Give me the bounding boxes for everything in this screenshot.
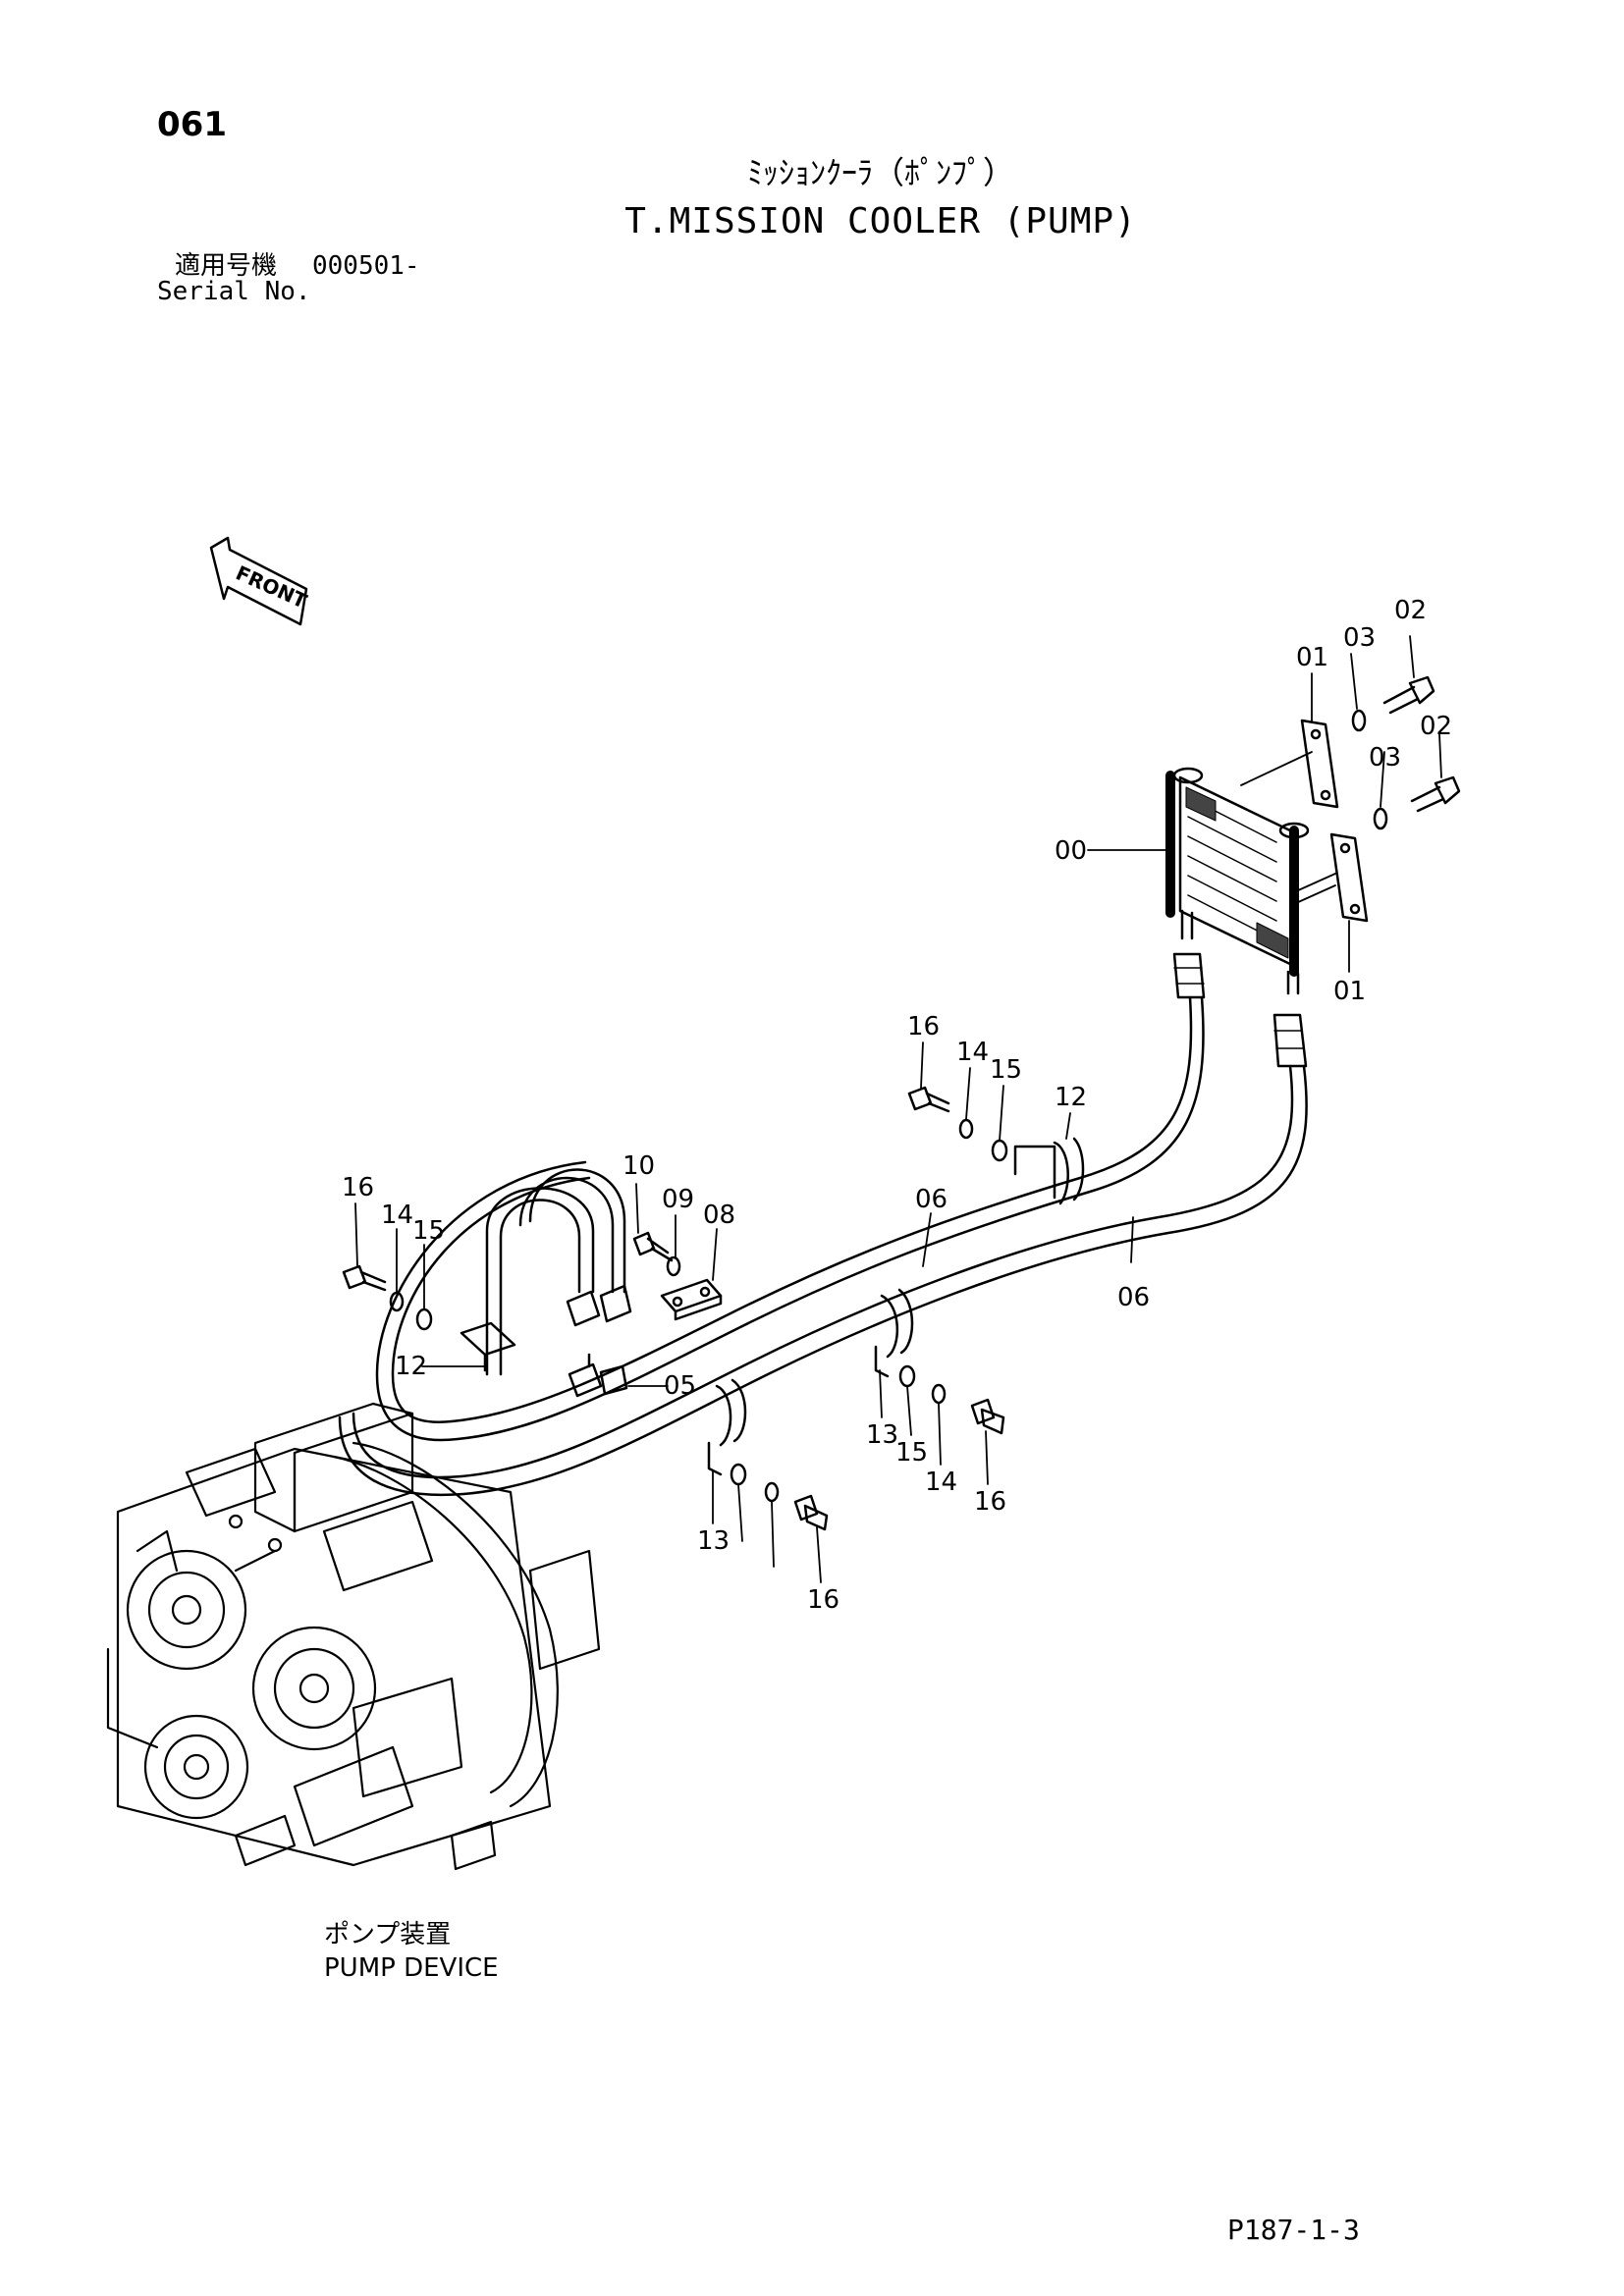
washer-15-middle-right: [898, 1364, 916, 1388]
callout-05: 05: [664, 1371, 696, 1401]
bracket-12-lower: [460, 1321, 516, 1372]
page-number: 061: [157, 105, 227, 144]
front-label: FRONT: [233, 561, 311, 613]
mounting-plate-lower: [1329, 832, 1369, 923]
bracket-13-left: [707, 1441, 723, 1476]
hose-06-pair: [338, 995, 1308, 1497]
washer-14-middle-left: [764, 1481, 780, 1503]
callout-10: 10: [623, 1151, 655, 1181]
hose-fitting-right: [1272, 1013, 1308, 1068]
callout-13-left: 13: [697, 1526, 730, 1556]
hose-clamp-3: [715, 1378, 747, 1447]
callout-09: 09: [662, 1185, 694, 1214]
serial-label-japanese: 適用号機: [175, 251, 278, 281]
callout-12-upper: 12: [1055, 1083, 1087, 1112]
callout-14-upper: 14: [956, 1038, 989, 1067]
bracket-13-right: [874, 1345, 890, 1378]
title-english: T.MISSION COOLER (PUMP): [624, 201, 1137, 241]
callout-03-lower: 03: [1369, 743, 1401, 773]
washer-15-middle-left: [730, 1463, 747, 1486]
bolt-02-upper: [1382, 675, 1435, 715]
callout-15-middle: 15: [895, 1438, 928, 1468]
page-code: P187-1-3: [1227, 2214, 1360, 2246]
callout-08: 08: [703, 1201, 735, 1230]
u-bend-hoses: [485, 1168, 626, 1376]
bolt-16-upper-right: [907, 1086, 950, 1113]
pump-device-caption-english: PUMP DEVICE: [324, 1953, 499, 1983]
front-direction-arrow: FRONT: [209, 536, 311, 626]
washer-14-middle-right: [931, 1383, 947, 1405]
washer-15-left: [415, 1308, 433, 1331]
hose-clamp-2: [880, 1288, 914, 1359]
bolt-10: [632, 1231, 674, 1262]
callout-06-upper: 06: [915, 1185, 947, 1214]
callout-06-lower: 06: [1117, 1283, 1150, 1312]
callout-15-left: 15: [412, 1216, 445, 1246]
callout-03-upper: 03: [1343, 623, 1376, 653]
mounting-plate-upper: [1300, 719, 1339, 809]
pump-device-caption-japanese: ポンプ装置: [324, 1920, 452, 1949]
callout-15-upper: 15: [990, 1055, 1022, 1085]
elbow-fitting-05: [568, 1353, 628, 1398]
bracket-12-upper: [1013, 1145, 1056, 1200]
serial-label-english: Serial No.: [157, 277, 311, 306]
title-japanese: ﾐｯｼｮﾝｸｰﾗ（ﾎﾟﾝﾌﾟ）: [746, 154, 1014, 191]
callout-00: 00: [1055, 836, 1087, 866]
callout-16-middle-left: 16: [807, 1585, 839, 1615]
hose-clamp-1: [1053, 1137, 1085, 1205]
callout-16-left: 16: [342, 1173, 374, 1202]
callout-14-left: 14: [381, 1201, 413, 1230]
bolt-16-middle-right: [970, 1398, 1005, 1435]
serial-number-value: 000501-: [312, 251, 420, 281]
callout-02-lower: 02: [1420, 712, 1452, 741]
washer-09: [666, 1255, 681, 1277]
bolt-16-middle-left: [793, 1494, 829, 1531]
callout-13-right: 13: [866, 1420, 898, 1450]
callout-01-lower: 01: [1333, 977, 1366, 1006]
hose-fitting-left: [1172, 952, 1206, 999]
cooler-core: [1165, 751, 1336, 995]
washer-14-upper-right: [958, 1118, 974, 1140]
washer-15-upper-right: [991, 1139, 1008, 1162]
bolt-02-lower: [1410, 775, 1461, 813]
callout-02-upper: 02: [1394, 596, 1427, 625]
callout-labels: 00 01 01 02 02 03 03 05 06 06 08 09 10 1…: [342, 596, 1452, 1615]
washer-14-left: [389, 1291, 405, 1312]
callout-16-upper: 16: [907, 1012, 940, 1041]
pump-device: [106, 1402, 601, 1871]
elbow-fitting-upper: [566, 1284, 632, 1327]
callout-01-upper: 01: [1296, 643, 1328, 672]
callout-12-lower: 12: [395, 1352, 427, 1381]
callout-16-middle-right: 16: [974, 1487, 1006, 1517]
fitting-block-08: [660, 1278, 723, 1321]
washer-03-upper: [1351, 709, 1367, 732]
bolt-16-left: [342, 1264, 387, 1292]
washer-03-lower: [1373, 807, 1388, 830]
leader-lines: [354, 635, 1442, 1583]
callout-14-middle: 14: [925, 1468, 957, 1497]
